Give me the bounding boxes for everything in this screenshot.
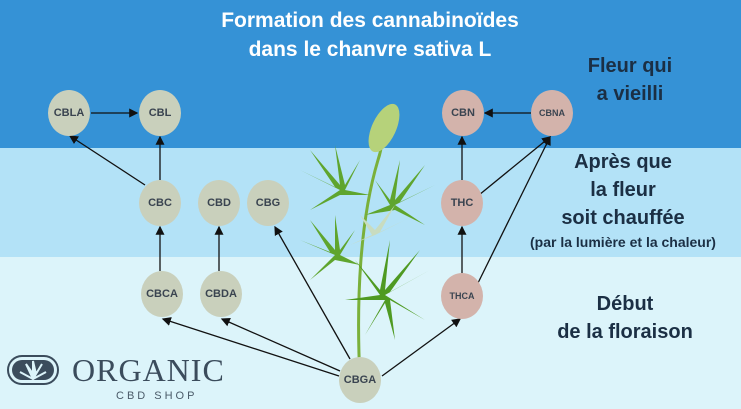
conversion-arrows [68, 108, 552, 377]
node-thc: THC [441, 180, 483, 226]
heated-band [0, 148, 741, 257]
node-cbna: CBNA [531, 90, 573, 136]
title-line-1: Formation des cannabinoïdes [221, 9, 519, 32]
node-cbn: CBN [442, 90, 484, 136]
node-thca: THCA [441, 273, 483, 319]
arrow-cbga-cbca [161, 317, 340, 377]
logo-subtitle: CBD SHOP [116, 390, 198, 402]
arrow-thc-cbna [478, 136, 552, 196]
stage-heated-label: Après que la fleur soit chauffée (par la… [505, 148, 741, 252]
node-cbga: CBGA [339, 357, 381, 403]
arrow-cbga-thca [381, 318, 462, 377]
logo-name: ORGANIC [72, 352, 225, 388]
node-cbc: CBC [139, 180, 181, 226]
node-cbg: CBG [247, 180, 289, 226]
aged-band [0, 0, 741, 148]
cannabis-plant-illustration [300, 103, 435, 381]
stage-aged-label: Fleur qui a vieilli [560, 52, 700, 108]
stage-flowering-line-2: de la floraison [557, 321, 693, 343]
node-cbla: CBLA [48, 90, 90, 136]
stage-flowering-label: Début de la floraison [540, 290, 710, 346]
organic-leaf-logo-icon [7, 355, 59, 385]
title-line-2: dans le chanvre sativa L [248, 38, 492, 61]
stage-heated-line-2: la fleur [590, 179, 656, 201]
node-cbl: CBL [139, 90, 181, 136]
arrow-cbc-cbla [68, 135, 146, 186]
stage-heated-note: (par la lumière et la chaleur) [530, 234, 716, 250]
page-title: Formation des cannabinoïdes dans le chan… [150, 6, 590, 64]
arrow-cbga-cbda [220, 317, 341, 372]
stage-heated-line-3: soit chauffée [561, 207, 685, 229]
arrow-cbga-cbg [274, 225, 351, 360]
node-cbd: CBD [198, 180, 240, 226]
stage-aged-line-2: a vieilli [596, 83, 664, 105]
stage-heated-line-1: Après que [574, 151, 672, 173]
stage-flowering-line-1: Début [596, 293, 654, 315]
stage-aged-line-1: Fleur qui [587, 55, 673, 77]
arrow-thca-cbna [477, 135, 551, 284]
node-cbca: CBCA [141, 271, 183, 317]
node-cbda: CBDA [200, 271, 242, 317]
